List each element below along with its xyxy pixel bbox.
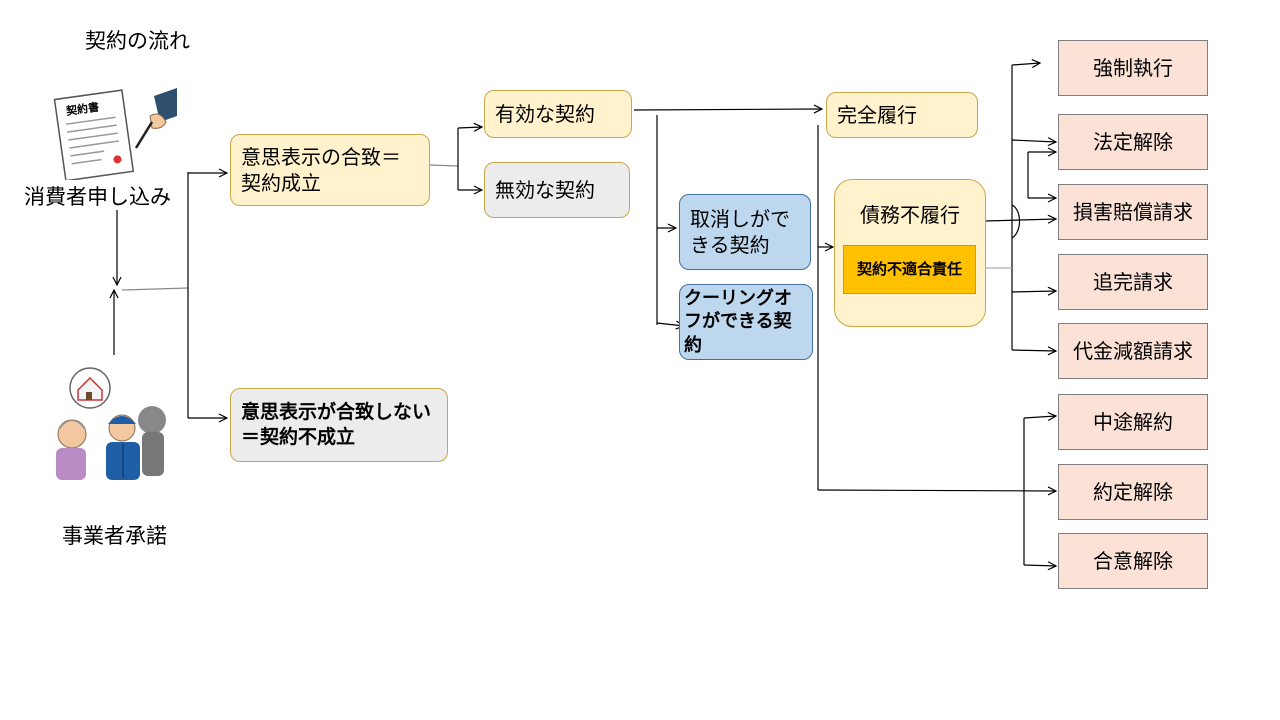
- box-price-reduction-claim: 代金減額請求: [1058, 323, 1208, 379]
- box-complete-performance: 完全履行: [826, 92, 978, 138]
- salesperson-illustration: [50, 362, 170, 484]
- box-completion-claim: 追完請求: [1058, 254, 1208, 310]
- box-cooling-off-contract: クーリングオフができる契約: [679, 284, 813, 360]
- box-cancellable-contract: 取消しができる契約: [679, 194, 811, 270]
- diagram-title: 契約の流れ: [85, 29, 190, 53]
- box-nonconformity-liability: 契約不適合責任: [843, 245, 976, 294]
- box-statutory-rescission: 法定解除: [1058, 114, 1208, 170]
- box-agreement: 意思表示の合致＝契約成立: [230, 134, 430, 206]
- box-mutual-rescission: 合意解除: [1058, 533, 1208, 589]
- contract-document-illustration: 契約書: [52, 86, 177, 182]
- box-valid-contract: 有効な契約: [484, 90, 632, 138]
- business-label: 事業者承諾: [62, 524, 167, 548]
- box-invalid-contract: 無効な契約: [484, 162, 630, 218]
- box-enforcement: 強制執行: [1058, 40, 1208, 96]
- box-termination: 中途解約: [1058, 394, 1208, 450]
- box-no-agreement: 意思表示が合致しない＝契約不成立: [230, 388, 448, 462]
- consumer-label: 消費者申し込み: [24, 185, 171, 209]
- box-damages-claim: 損害賠償請求: [1058, 184, 1208, 240]
- document-sign-text: 契約書: [64, 100, 100, 119]
- box-contractual-rescission: 約定解除: [1058, 464, 1208, 520]
